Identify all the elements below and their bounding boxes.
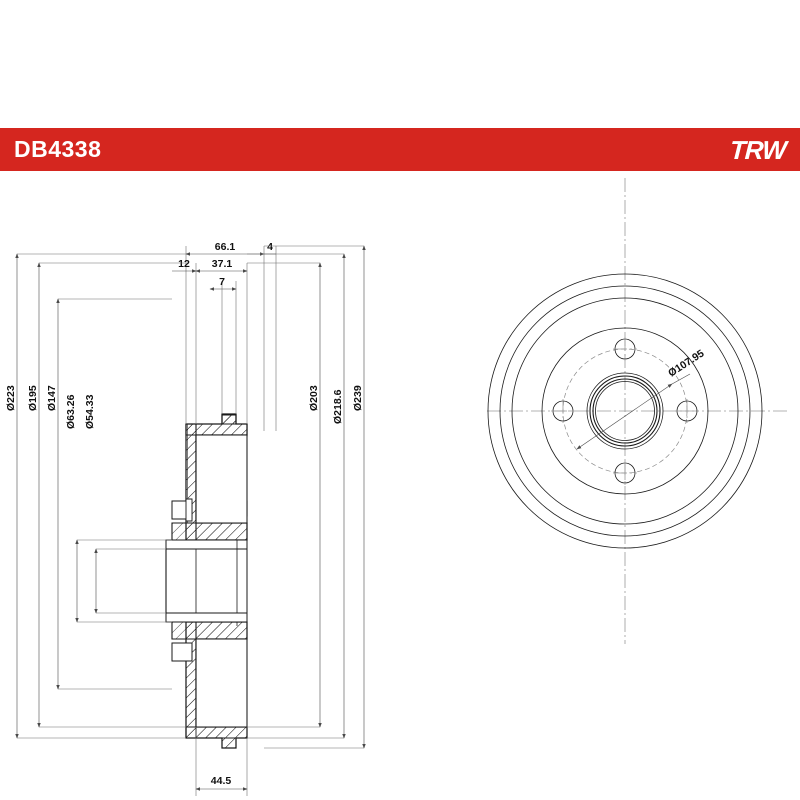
dim-4-label: 4 [267, 241, 273, 253]
bolt-holes [551, 337, 699, 485]
dim-7-label: 7 [219, 276, 225, 288]
section-rim-lip-bottom [221, 737, 237, 749]
section-cavity-bottom [195, 638, 248, 728]
section-rim-lip-top [221, 413, 237, 425]
section-left-dimensions: Ø223 Ø195 Ø147 Ø63.26 Ø54.33 [5, 253, 186, 739]
dim-445-label: 44.5 [211, 775, 232, 787]
dim-d5433-label: Ø54.33 [84, 394, 96, 429]
section-bore-step-top [165, 539, 248, 550]
ring-outer-239 [487, 273, 763, 549]
section-view [165, 413, 248, 749]
bolt-hole [613, 337, 637, 361]
dim-66-label: 66.1 [215, 241, 236, 253]
section-top-dimensions: 66.1 4 12 37.1 7 [172, 241, 277, 431]
dim-d203-label: Ø203 [308, 385, 320, 411]
technical-drawing: 66.1 4 12 37.1 7 44.5 [0, 171, 800, 800]
bolt-hole [675, 399, 699, 423]
section-cavity-top [195, 434, 248, 524]
dim-37-label: 37.1 [212, 258, 233, 270]
section-right-dimensions: Ø203 Ø218.6 Ø239 [247, 245, 366, 749]
drawing-canvas: 66.1 4 12 37.1 7 44.5 [5, 178, 790, 796]
section-bore-tube [165, 548, 248, 614]
dim-d2186-label: Ø218.6 [332, 389, 344, 424]
section-rim-bottom [185, 726, 248, 739]
section-hub-shelf-bottom [171, 621, 248, 640]
section-bottom-dimensions: 44.5 [195, 727, 248, 796]
bolt-hole [551, 399, 575, 423]
dim-bolt-circle-label: Ø107.95 [666, 347, 706, 379]
trw-logo: TRW [729, 134, 787, 165]
ring-2186 [499, 285, 751, 537]
section-hub-shelf-top [171, 522, 248, 541]
bolt-circle-leader-tail [671, 373, 691, 385]
dim-d223-label: Ø223 [5, 385, 17, 411]
part-header-banner: DB4338 TRW [0, 128, 800, 171]
front-view: Ø107.95 [487, 178, 790, 644]
dim-d6326-label: Ø63.26 [65, 394, 77, 429]
dim-d195-label: Ø195 [27, 385, 39, 411]
ring-flange-195 [541, 327, 709, 495]
page-title: DB4338 [14, 136, 102, 162]
bolt-hole [613, 461, 637, 485]
dim-12-label: 12 [178, 258, 190, 270]
section-rim-top [185, 423, 248, 436]
ring-203 [511, 297, 739, 525]
bolt-circle-leader [576, 383, 673, 450]
dim-d239-label: Ø239 [352, 385, 364, 411]
dim-d147-label: Ø147 [46, 385, 58, 411]
section-groove-bottom [171, 642, 193, 662]
section-bore-step-bottom [165, 612, 248, 623]
section-groove-slot-top [185, 498, 193, 522]
